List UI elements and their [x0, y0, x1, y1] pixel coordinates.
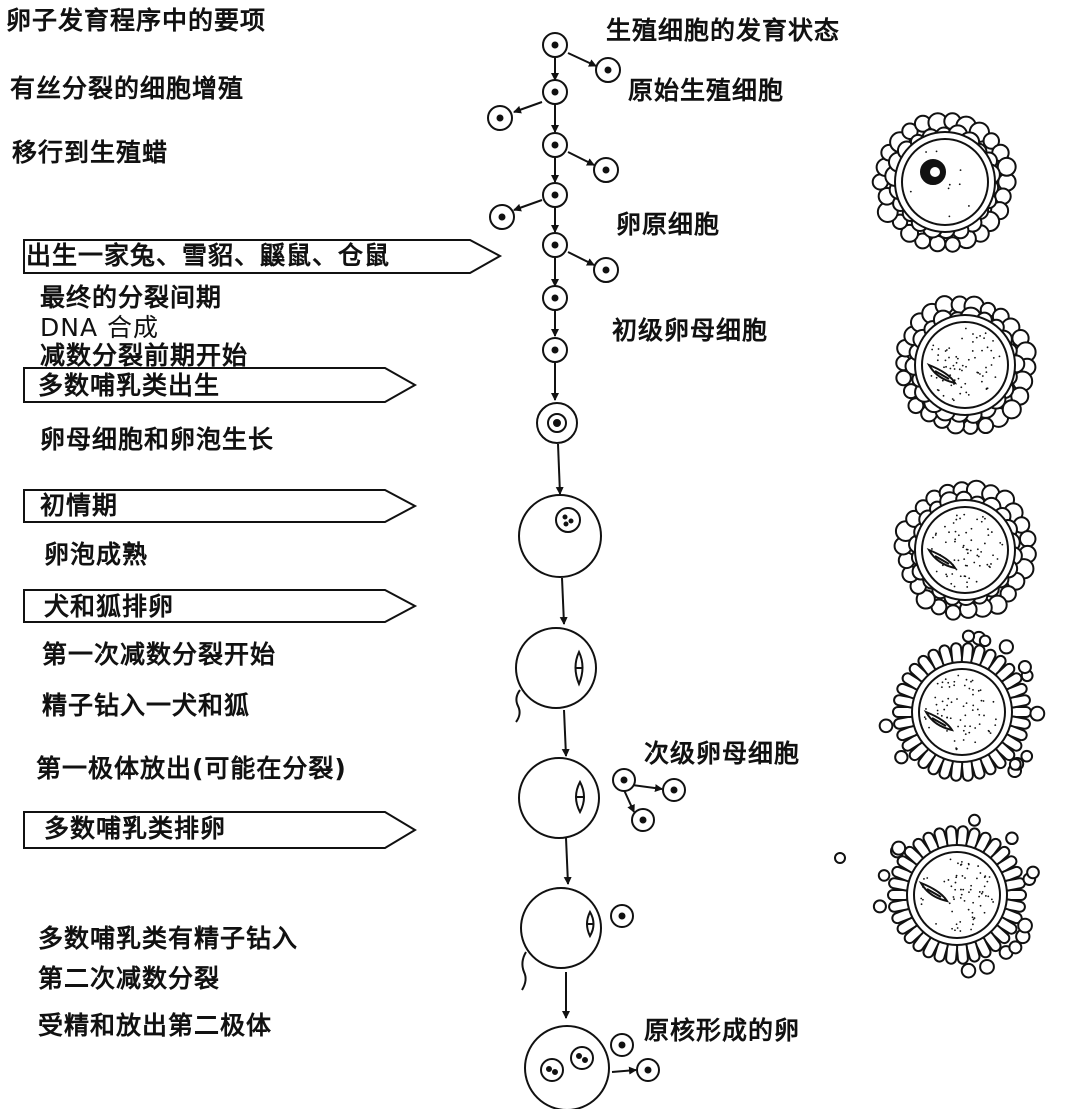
cell-branch-1	[595, 57, 621, 83]
follicle-primary	[895, 295, 1037, 435]
event-mitotic-proliferation: 有丝分裂的细胞增殖	[10, 74, 245, 103]
cell-chain-2	[542, 79, 568, 105]
cell-branch-5	[593, 257, 619, 283]
banner-most-mammals-ovulation: 多数哺乳类排卵	[44, 814, 227, 843]
follicle-preovulatory	[872, 813, 1040, 979]
event-first-polar-body-release: 第一极体放出(可能在分裂)	[36, 754, 347, 783]
banner-outline-birth	[23, 239, 503, 274]
polar-cell-d	[610, 904, 634, 928]
event-oocyte-follicle-growth: 卵母细胞和卵泡生长	[40, 425, 275, 454]
right-column-header: 生殖细胞的发育状态	[606, 16, 841, 45]
polar-cell-a	[612, 768, 636, 792]
stage-label-secondary-oocyte: 次级卵母细胞	[644, 739, 801, 768]
event-second-meiotic-division: 第二次减数分裂	[38, 964, 221, 993]
polar-cell-e	[610, 1033, 634, 1057]
follicle-growing	[893, 479, 1037, 621]
cell-chain-7	[542, 337, 568, 363]
cell-branch-2	[487, 105, 513, 131]
stage-label-primordial-germ-cell: 原始生殖细胞	[628, 76, 785, 105]
oocyte-mature-follicle	[518, 494, 602, 578]
event-meiotic-prophase-begins: 减数分裂前期开始	[40, 341, 249, 370]
cell-branch-4	[489, 204, 515, 230]
cell-chain-5	[542, 232, 568, 258]
oocyte-first-meiosis	[515, 627, 597, 723]
banner-puberty: 初情期	[40, 491, 119, 520]
event-final-interphase: 最终的分裂间期	[40, 283, 223, 312]
event-sperm-penetration-dog-fox: 精子钻入一犬和狐	[42, 691, 251, 720]
cell-chain-1	[542, 32, 568, 58]
oocyte-second-meiosis	[520, 887, 602, 991]
left-column-header: 卵子发育程序中的要项	[6, 6, 267, 35]
polar-body-detached	[834, 852, 846, 864]
banner-dog-fox-ovulation: 犬和狐排卵	[44, 592, 175, 621]
cell-chain-6	[542, 285, 568, 311]
oocyte-growing	[536, 402, 578, 444]
event-sperm-penetration-most-mammals: 多数哺乳类有精子钻入	[38, 924, 299, 953]
cell-chain-4	[542, 182, 568, 208]
cell-branch-3	[593, 157, 619, 183]
cell-chain-3	[542, 132, 568, 158]
event-dna-synthesis: DNA 合成	[40, 313, 160, 342]
banner-most-mammals-birth: 多数哺乳类出生	[38, 371, 221, 400]
banner-outline-dog-fox-ovulation	[23, 589, 418, 623]
pronuclear-egg	[524, 1025, 610, 1109]
stage-label-oogonium: 卵原细胞	[616, 210, 721, 239]
banner-outline-most-mammals-ovulation	[23, 811, 417, 849]
polar-cell-c	[631, 808, 655, 832]
event-follicle-maturation: 卵泡成熟	[44, 540, 149, 569]
banner-birth-rabbit-ferret-mouse-hamster: 出生一家兔、雪貂、鼷鼠、仓鼠	[26, 241, 391, 270]
polar-cell-b	[662, 778, 686, 802]
event-migration: 移行到生殖蜡	[12, 138, 169, 167]
stage-label-primary-oocyte: 初级卵母细胞	[612, 316, 769, 345]
oocyte-secondary	[518, 757, 600, 839]
follicle-corona	[878, 629, 1046, 782]
banner-outline-puberty	[23, 489, 418, 523]
polar-cell-f	[636, 1058, 660, 1082]
banner-outline-most-mammals-birth	[23, 367, 418, 403]
event-first-meiotic-division-begins: 第一次减数分裂开始	[42, 640, 277, 669]
event-fertilization-second-polar-body: 受精和放出第二极体	[38, 1011, 273, 1040]
follicle-primordial	[871, 112, 1017, 253]
stage-label-pronuclear-egg: 原核形成的卵	[644, 1016, 801, 1045]
